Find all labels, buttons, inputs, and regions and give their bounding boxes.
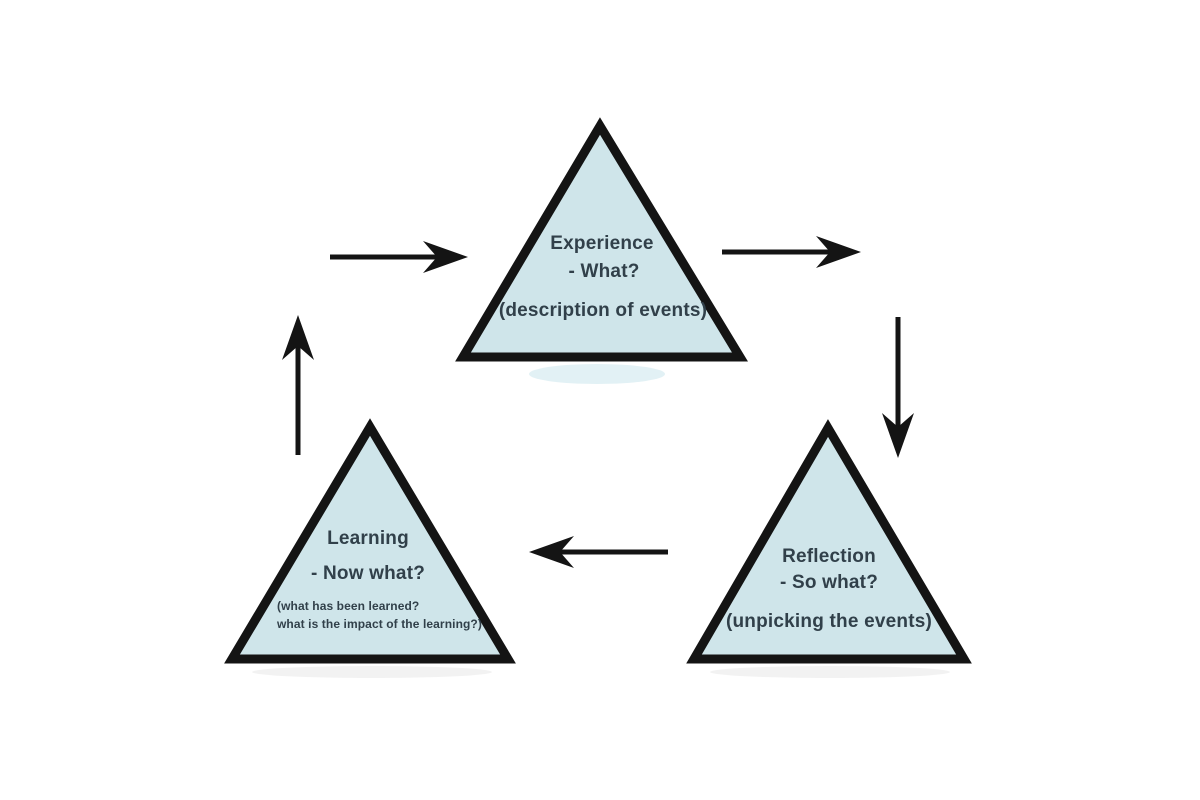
learning-shadow [252, 666, 492, 678]
reflection-question: - So what? [779, 572, 879, 593]
experience-triangle [455, 117, 748, 362]
reflection-title: Reflection [782, 546, 876, 567]
arrow-head-down-icon [882, 413, 914, 458]
arrow-reflection-to-learning [529, 536, 668, 568]
learning-note: (what has been learned? what is the impa… [277, 597, 482, 633]
learning-title: Learning [327, 528, 409, 549]
arrow-learning-up [282, 315, 314, 455]
learning-triangle [224, 418, 516, 664]
arrow-experience-to-reflection [722, 236, 861, 268]
experience-shadow [529, 364, 665, 384]
reflection-shadow [710, 666, 950, 678]
learning-note-line1: (what has been learned? [277, 599, 420, 613]
arrow-into-experience [330, 241, 468, 273]
reflection-triangle [686, 419, 972, 664]
experience-title: Experience [550, 233, 654, 254]
arrow-head-up-icon [282, 315, 314, 360]
learning-question: - Now what? [310, 563, 426, 584]
arrow-down-into-reflection [882, 317, 914, 458]
experience-note: (description of events) [498, 300, 708, 321]
learning-note-line2: what is the impact of the learning?) [277, 617, 482, 631]
arrow-head-left-icon [529, 536, 574, 568]
experience-question: - What? [568, 261, 640, 282]
reflection-note: (unpicking the events) [725, 611, 933, 632]
arrow-head-right-icon [423, 241, 468, 273]
arrow-head-right-icon [816, 236, 861, 268]
